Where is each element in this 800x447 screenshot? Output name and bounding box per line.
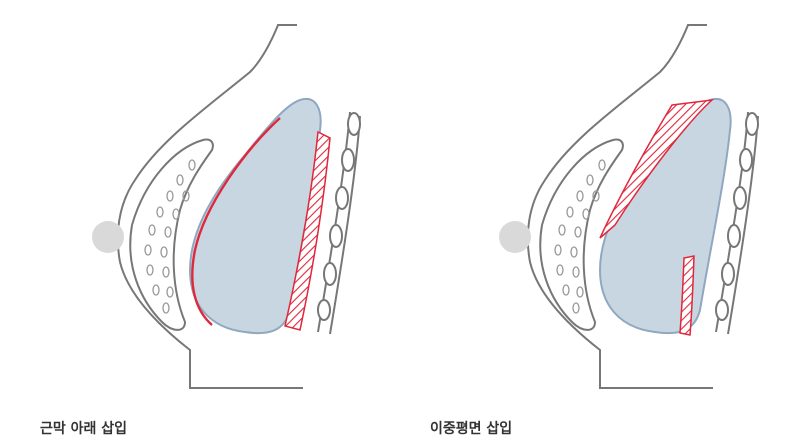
- gland-tissue: [129, 138, 214, 331]
- rib-cage: [317, 111, 361, 335]
- gland-tissue: [539, 138, 624, 331]
- body-outline: [116, 24, 303, 389]
- nipple-circle: [92, 221, 124, 253]
- gland-dots: [554, 159, 606, 314]
- gland-dots: [144, 159, 196, 314]
- rib-cage: [715, 111, 759, 335]
- pectoral-muscle: [284, 130, 331, 331]
- pectoral-muscle-upper: [599, 98, 715, 239]
- caption-subfascial: 근막 아래 삽입: [40, 421, 128, 437]
- fascia-line: [191, 117, 281, 326]
- diagram-dual-plane: [499, 24, 759, 389]
- pectoral-muscle-lower: [679, 255, 695, 336]
- diagram-subfascial: [92, 24, 361, 389]
- nipple-circle: [499, 221, 531, 253]
- body-outline: [526, 24, 713, 389]
- caption-dual-plane: 이중평면 삽입: [430, 421, 513, 437]
